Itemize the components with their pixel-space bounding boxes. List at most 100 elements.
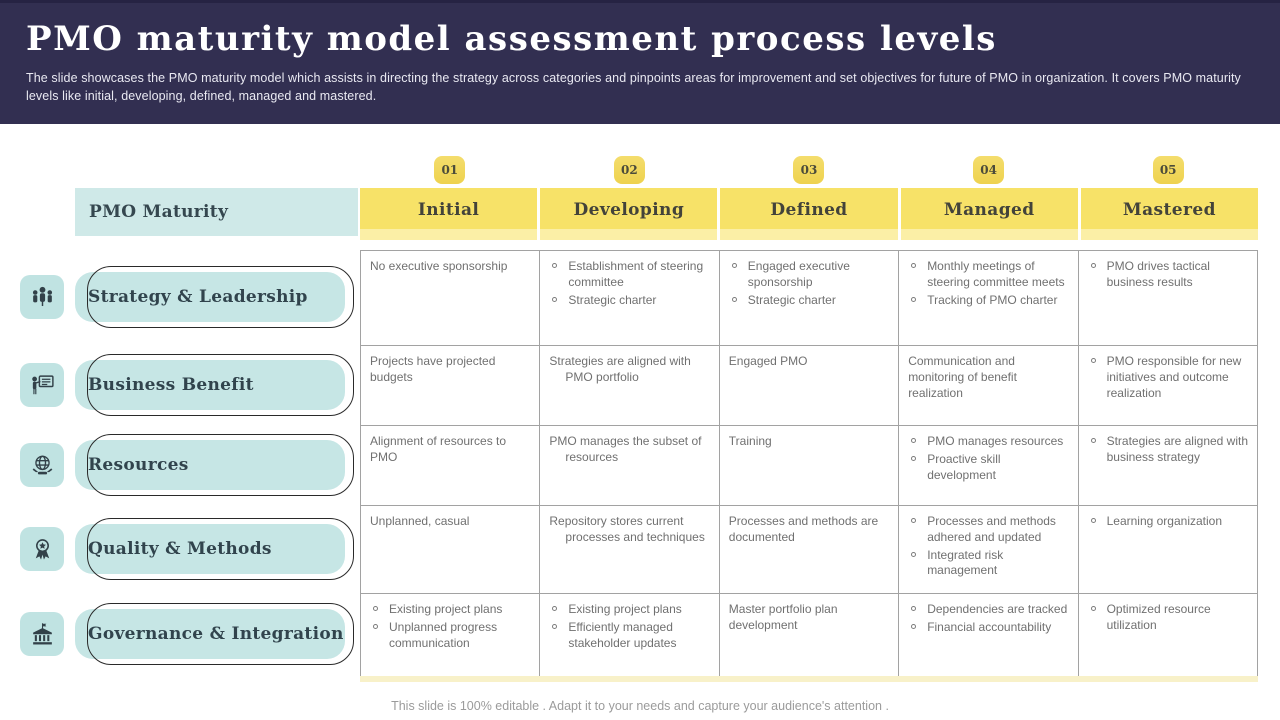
category-label-strategy-leadership: Strategy & Leadership bbox=[75, 266, 354, 328]
cell-text: Integrated risk management bbox=[927, 547, 1004, 578]
category-label-business-benefit: Business Benefit bbox=[75, 354, 354, 416]
bullet-item: Optimized resource utilization bbox=[1088, 602, 1249, 634]
cell-text: Master portfolio plan development bbox=[728, 602, 838, 632]
table-cell: Strategies are aligned with business str… bbox=[1078, 426, 1258, 506]
table-cell: PMO drives tactical business results bbox=[1078, 251, 1258, 346]
level-badge-01: 01 bbox=[434, 156, 466, 184]
bullet-item: PMO drives tactical business results bbox=[1088, 259, 1249, 291]
table-cell: Processes and methods are documented bbox=[719, 506, 900, 594]
bullet-marker-icon bbox=[911, 296, 917, 302]
award-icon bbox=[20, 527, 64, 571]
presentation-icon bbox=[20, 363, 64, 407]
bullet-marker-icon bbox=[552, 263, 558, 268]
page-subtitle: The slide showcases the PMO maturity mod… bbox=[26, 71, 1241, 104]
level-badge-04: 04 bbox=[973, 156, 1005, 184]
bullet-marker-icon bbox=[911, 551, 917, 557]
cell-text: Processes and methods are documented bbox=[728, 514, 879, 544]
footer-note: This slide is 100% editable . Adapt it t… bbox=[391, 699, 889, 713]
level-badge-05: 05 bbox=[1152, 156, 1184, 184]
bullet-item: Efficiently managed stakeholder updates bbox=[549, 620, 710, 652]
bullet-item: Monthly meetings of steering committee m… bbox=[908, 259, 1069, 291]
cell-text: Training bbox=[728, 434, 772, 448]
maturity-table-body: No executive sponsorship Establishment of… bbox=[360, 250, 1258, 677]
header-band: PMO maturity model assessment process le… bbox=[0, 0, 1280, 124]
table-cell: Strategies are aligned with PMO portfoli… bbox=[540, 346, 720, 426]
cell-text: Learning organization bbox=[1106, 514, 1223, 528]
table-bottom-accent-strip bbox=[360, 676, 1258, 682]
table-cell: Projects have projected budgets bbox=[361, 346, 541, 426]
bullet-marker-icon bbox=[911, 606, 917, 611]
column-header-mastered: Mastered bbox=[1080, 188, 1258, 240]
table-cell: Engaged PMO bbox=[719, 346, 900, 426]
table-cell: Learning organization bbox=[1078, 506, 1258, 594]
table-cell: No executive sponsorship bbox=[361, 251, 541, 346]
bullet-item: Strategic charter bbox=[729, 293, 890, 309]
cell-text: Unplanned progress communication bbox=[389, 619, 498, 650]
table-cell: Training bbox=[719, 426, 900, 506]
bullet-marker-icon bbox=[373, 606, 378, 611]
table-cell: Master portfolio plan development bbox=[719, 594, 900, 677]
cell-text: Engaged PMO bbox=[728, 354, 808, 368]
table-cell: Communication and monitoring of benefit … bbox=[899, 346, 1079, 426]
cell-text: PMO manages the subset of resources bbox=[549, 434, 702, 464]
cell-text: Strategic charter bbox=[568, 292, 657, 307]
bullet-marker-icon bbox=[1090, 263, 1096, 268]
column-header-initial: Initial bbox=[360, 188, 538, 240]
cell-text: Engaged executive sponsorship bbox=[747, 259, 850, 289]
cell-text: Projects have projected budgets bbox=[370, 354, 496, 384]
bullet-marker-icon bbox=[731, 263, 737, 268]
category-label-resources: Resources bbox=[75, 434, 354, 496]
bullet-item: PMO responsible for new initiatives and … bbox=[1088, 354, 1249, 401]
bullet-marker-icon bbox=[1090, 518, 1096, 523]
bullet-item: Tracking of PMO charter bbox=[908, 293, 1069, 309]
category-label-governance-integration: Governance & Integration bbox=[75, 603, 354, 665]
table-cell: Monthly meetings of steering committee m… bbox=[899, 251, 1079, 346]
cell-text: Existing project plans bbox=[389, 602, 503, 616]
bullet-item: Existing project plans bbox=[370, 602, 531, 618]
bullet-marker-icon bbox=[911, 623, 917, 629]
bullet-marker-icon bbox=[911, 263, 917, 268]
bullet-item: Existing project plans bbox=[549, 602, 710, 618]
cell-text: No executive sponsorship bbox=[370, 259, 508, 273]
category-label-quality-methods: Quality & Methods bbox=[75, 518, 354, 580]
bullet-item: PMO manages resources bbox=[908, 434, 1069, 450]
table-cell: Repository stores current processes and … bbox=[540, 506, 720, 594]
bullet-item: Learning organization bbox=[1088, 514, 1249, 530]
table-cell: Unplanned, casual bbox=[361, 506, 541, 594]
bullet-item: Strategies are aligned with business str… bbox=[1088, 434, 1249, 466]
bullet-marker-icon bbox=[552, 623, 558, 629]
cell-text: Efficiently managed stakeholder updates bbox=[568, 619, 677, 650]
bullet-item: Strategic charter bbox=[549, 293, 710, 309]
globe-hands-icon bbox=[20, 443, 64, 487]
cell-text: Repository stores current processes and … bbox=[549, 514, 705, 544]
cell-text: Strategies are aligned with PMO portfoli… bbox=[549, 354, 691, 384]
cell-text: Dependencies are tracked bbox=[927, 602, 1068, 616]
cell-text: Tracking of PMO charter bbox=[927, 292, 1058, 307]
bullet-item: Dependencies are tracked bbox=[908, 602, 1069, 618]
team-icon bbox=[20, 275, 64, 319]
cell-text: PMO drives tactical business results bbox=[1106, 259, 1210, 289]
cell-text: Strategies are aligned with business str… bbox=[1106, 434, 1249, 464]
cell-text: Processes and methods adhered and update… bbox=[927, 514, 1056, 544]
bullet-marker-icon bbox=[731, 296, 737, 302]
cell-text: Alignment of resources to PMO bbox=[370, 434, 507, 464]
bullet-item: Financial accountability bbox=[908, 620, 1069, 636]
table-cell: Alignment of resources to PMO bbox=[361, 426, 541, 506]
bullet-item: Engaged executive sponsorship bbox=[729, 259, 890, 291]
level-badge-03: 03 bbox=[793, 156, 825, 184]
bank-icon bbox=[20, 612, 64, 656]
bullet-marker-icon bbox=[373, 623, 378, 629]
bullet-marker-icon bbox=[1090, 606, 1096, 611]
column-header-developing: Developing bbox=[540, 188, 718, 240]
cell-text: Optimized resource utilization bbox=[1106, 602, 1211, 632]
bullet-marker-icon bbox=[911, 455, 917, 461]
